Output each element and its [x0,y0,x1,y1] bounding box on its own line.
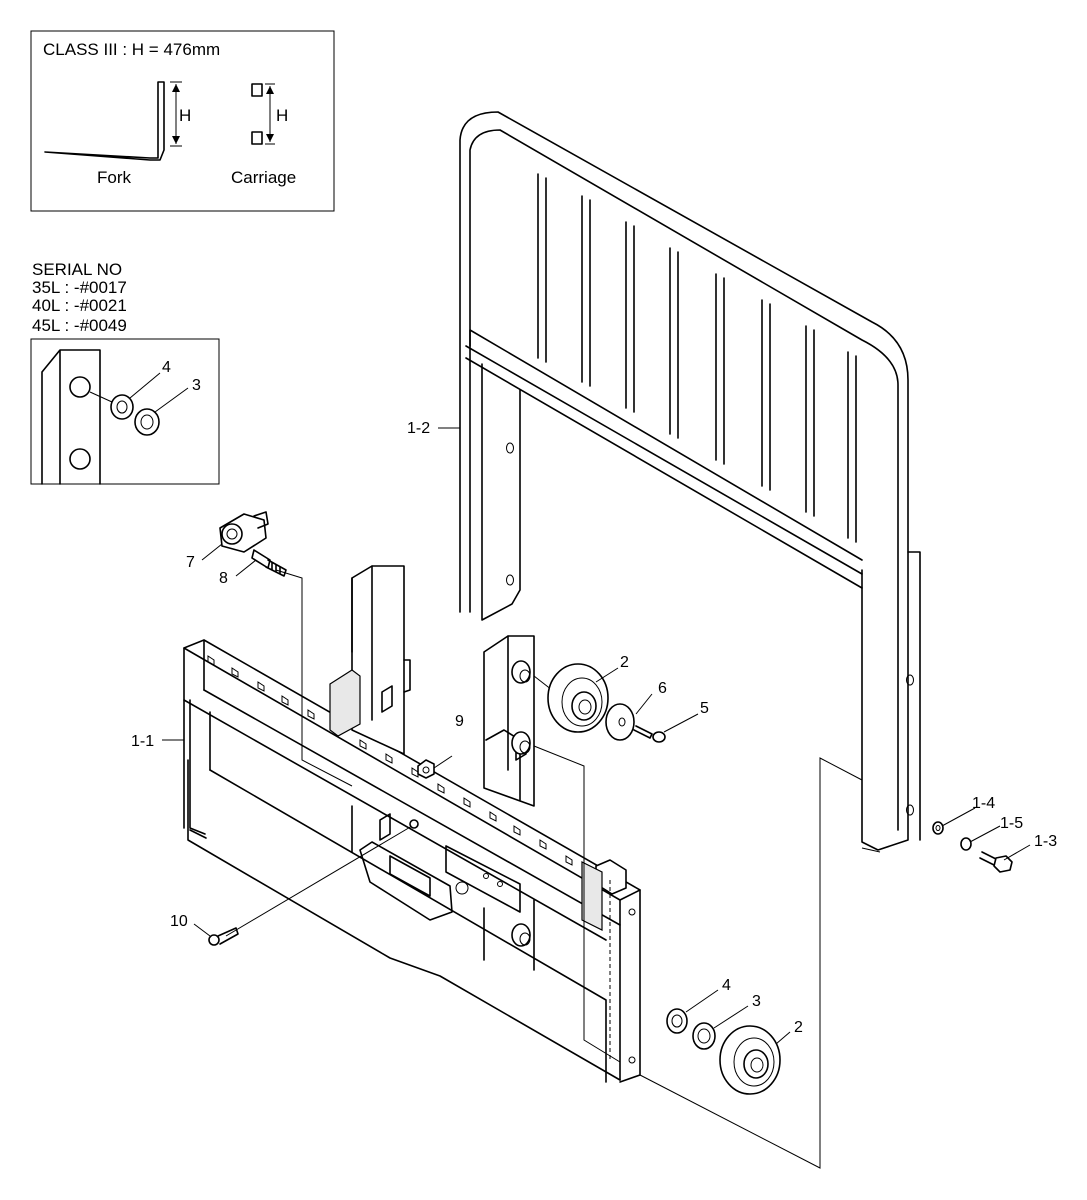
serial-line-35l: 35L : -#0017 [32,278,127,297]
callout-7: 7 [186,554,195,571]
callout-1-2: 1-2 [407,420,430,437]
carriage-label: Carriage [231,168,296,187]
part-4-washer-lower [666,1008,688,1034]
callout-1-5: 1-5 [1000,815,1023,832]
serial-line-40l: 40L : -#0021 [32,296,127,315]
part-8-shaft [251,549,287,577]
part-1-3-bolt [979,851,1013,873]
callout-9: 9 [455,713,464,730]
callout-6: 6 [658,680,667,697]
serial-inset: SERIAL NO 35L : -#0017 40L : -#0021 45L … [30,260,220,485]
callout-10: 10 [170,913,188,930]
part-3-washer-lower [692,1022,716,1050]
callout-1-1: 1-1 [131,733,154,750]
callout-2-top: 2 [620,654,629,671]
serial-callout-4: 4 [162,359,171,376]
callout-1-3: 1-3 [1034,833,1057,850]
callout-5: 5 [700,700,709,717]
part-10-bolt [208,819,419,946]
callout-4: 4 [722,977,731,994]
part-1-5-lock-washer [960,837,972,851]
callout-2-bottom: 2 [794,1019,803,1036]
load-backrest [459,111,921,853]
part-5-bolt [633,725,666,743]
callout-1-4: 1-4 [972,795,995,812]
part-1-4-washer [932,821,944,835]
part-2-roller-bottom [719,1025,781,1095]
callout-leaders [162,427,1031,1045]
callout-8: 8 [219,570,228,587]
part-9-nut [417,759,435,779]
serial-line-45l: 45L : -#0049 [32,316,127,335]
carriage [183,565,641,1083]
class-title: CLASS III : H = 476mm [43,40,220,59]
serial-callout-3: 3 [192,377,201,394]
carriage-dim-label: H [276,106,288,125]
fork-dim-label: H [179,106,191,125]
part-2-roller-top [547,663,609,733]
part-6-washer [605,703,635,741]
serial-heading: SERIAL NO [32,260,122,279]
fork-label: Fork [97,168,132,187]
class-inset: CLASS III : H = 476mm H Fork H Carriage [30,30,335,212]
part-7-roller [219,511,269,553]
callout-labels: 1-1 1-2 1-3 1-4 1-5 2 2 3 4 5 6 7 8 9 10 [131,420,1057,1036]
callout-3: 3 [752,993,761,1010]
